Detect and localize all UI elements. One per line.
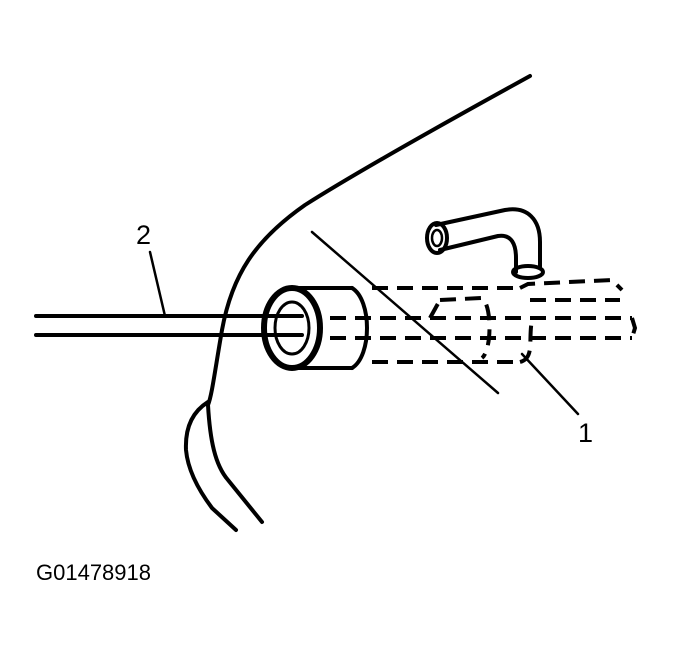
tool-rod: [34, 314, 304, 337]
hidden-assembly: [330, 277, 638, 364]
callout-2-label: 2: [136, 220, 151, 250]
figure-id: G01478918: [36, 560, 151, 585]
callout-2-leader: [148, 250, 167, 318]
callout-1-label: 1: [578, 418, 593, 448]
callout-1-leader: [520, 352, 580, 416]
bushing-sleeve: [261, 285, 369, 371]
body-panel-outline: [183, 74, 532, 532]
panel-section-line: [310, 230, 500, 395]
elbow-fitting: [425, 207, 545, 280]
